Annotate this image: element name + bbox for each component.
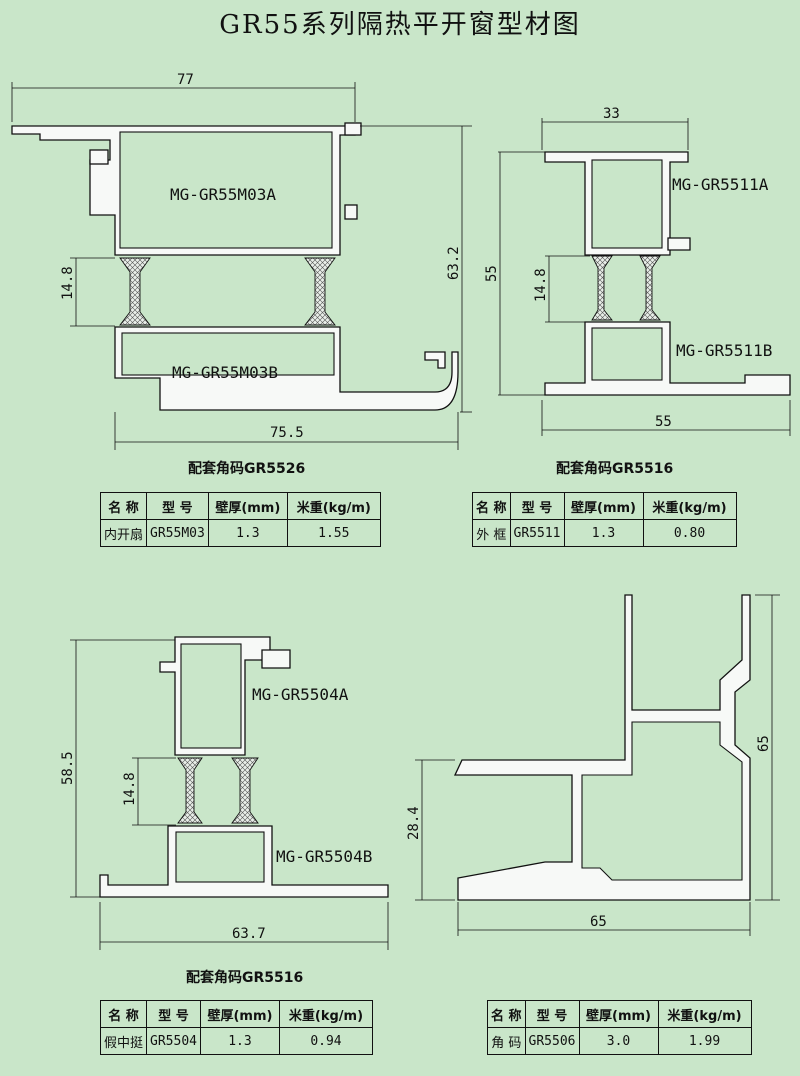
- svg-text:14.8: 14.8: [60, 266, 76, 300]
- svg-text:58.5: 58.5: [60, 751, 76, 785]
- svg-text:MG-GR5511A: MG-GR5511A: [672, 175, 769, 194]
- svg-text:14.8: 14.8: [533, 268, 549, 302]
- page-title: GR55系列隔热平开窗型材图: [219, 10, 581, 40]
- profile-gr5506: 65 28.4 65: [406, 594, 780, 936]
- spec-table-gr5506: 名 称 型 号 壁厚(mm) 米重(kg/m) 角 码 GR5506 3.0 1…: [487, 1000, 752, 1055]
- svg-text:63.7: 63.7: [232, 926, 266, 942]
- caption-corner-gr5516: 配套角码GR5516: [556, 461, 674, 477]
- dim-top-width: 77: [177, 72, 194, 88]
- profile-gr5504: MG-GR5504A MG-GR5504B 58.5 14.8 63.7: [60, 636, 389, 950]
- svg-text:MG-GR5511B: MG-GR5511B: [676, 341, 772, 360]
- svg-text:14.8: 14.8: [122, 772, 138, 806]
- profile-gr5511: 33 MG-GR5511A MG-GR5511B 55 14.8 55: [484, 106, 791, 436]
- svg-text:MG-GR5504B: MG-GR5504B: [276, 847, 372, 866]
- svg-text:33: 33: [603, 106, 620, 122]
- label-b: MG-GR55M03B: [172, 363, 278, 382]
- spec-table-gr5511: 名 称 型 号 壁厚(mm) 米重(kg/m) 外 框 GR5511 1.3 0…: [472, 492, 737, 547]
- svg-text:65: 65: [756, 735, 772, 752]
- svg-text:55: 55: [655, 414, 672, 430]
- spec-table-gr5504: 名 称 型 号 壁厚(mm) 米重(kg/m) 假中挺 GR5504 1.3 0…: [99, 1000, 373, 1055]
- profile-gr55m03: 77 MG-GR55M03A MG-GR55M03B 14.8 63.2 75.…: [11, 72, 472, 450]
- svg-text:75.5: 75.5: [270, 425, 304, 441]
- caption-corner-gr5516-2: 配套角码GR5516: [186, 970, 304, 986]
- svg-text:55: 55: [484, 265, 500, 282]
- svg-text:28.4: 28.4: [406, 806, 422, 840]
- svg-text:MG-GR5504A: MG-GR5504A: [252, 685, 349, 704]
- spec-table-gr55m03: 名 称 型 号 壁厚(mm) 米重(kg/m) 内开扇 GR55M03 1.3 …: [99, 492, 381, 547]
- svg-text:65: 65: [590, 914, 607, 930]
- label-a: MG-GR55M03A: [170, 185, 276, 204]
- svg-text:63.2: 63.2: [446, 246, 462, 280]
- caption-corner-gr5526: 配套角码GR5526: [188, 461, 306, 477]
